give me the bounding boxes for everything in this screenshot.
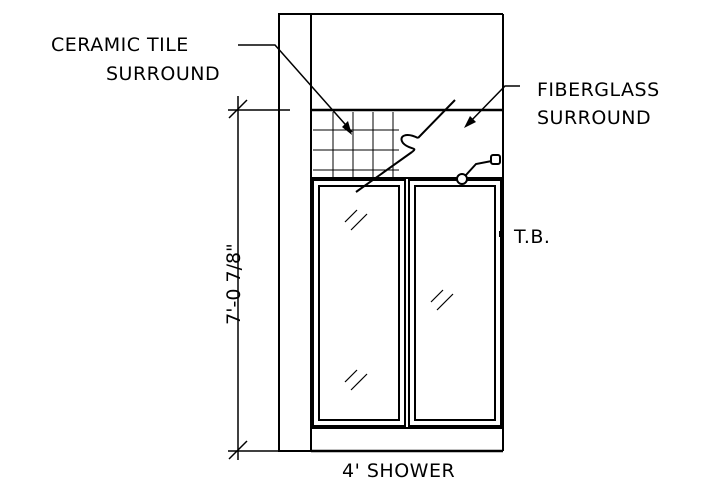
towel-bar-label: T.B.: [514, 226, 551, 248]
ceramic-tile-label: CERAMIC TILE: [51, 34, 189, 56]
shower-head-icon: [456, 154, 501, 185]
ceramic-tile-arrowhead: [342, 121, 352, 135]
right-door-panel-inner: [414, 185, 496, 421]
fiberglass-surround-label: SURROUND: [537, 107, 652, 129]
left-door-panel-inner: [318, 185, 400, 421]
right-door-panel-outer: [408, 179, 502, 427]
shower-title: 4' SHOWER: [342, 460, 456, 482]
left-door-panel-outer: [312, 179, 406, 427]
fiberglass-leader: [467, 85, 520, 125]
ceramic-tile-grid: [313, 112, 399, 180]
height-dimension-line: [228, 96, 290, 460]
glass-reflection-marks: [344, 209, 454, 391]
ceramic-surround-label: SURROUND: [106, 63, 221, 85]
height-dimension-text: 7'-0 7/8": [223, 243, 245, 325]
fiberglass-label: FIBERGLASS: [537, 79, 660, 101]
ceramic-tile-leader: [238, 44, 353, 133]
door-frame-outer: [310, 177, 504, 429]
fiberglass-arrowhead: [464, 116, 476, 128]
towel-bar-mark: [499, 231, 504, 237]
